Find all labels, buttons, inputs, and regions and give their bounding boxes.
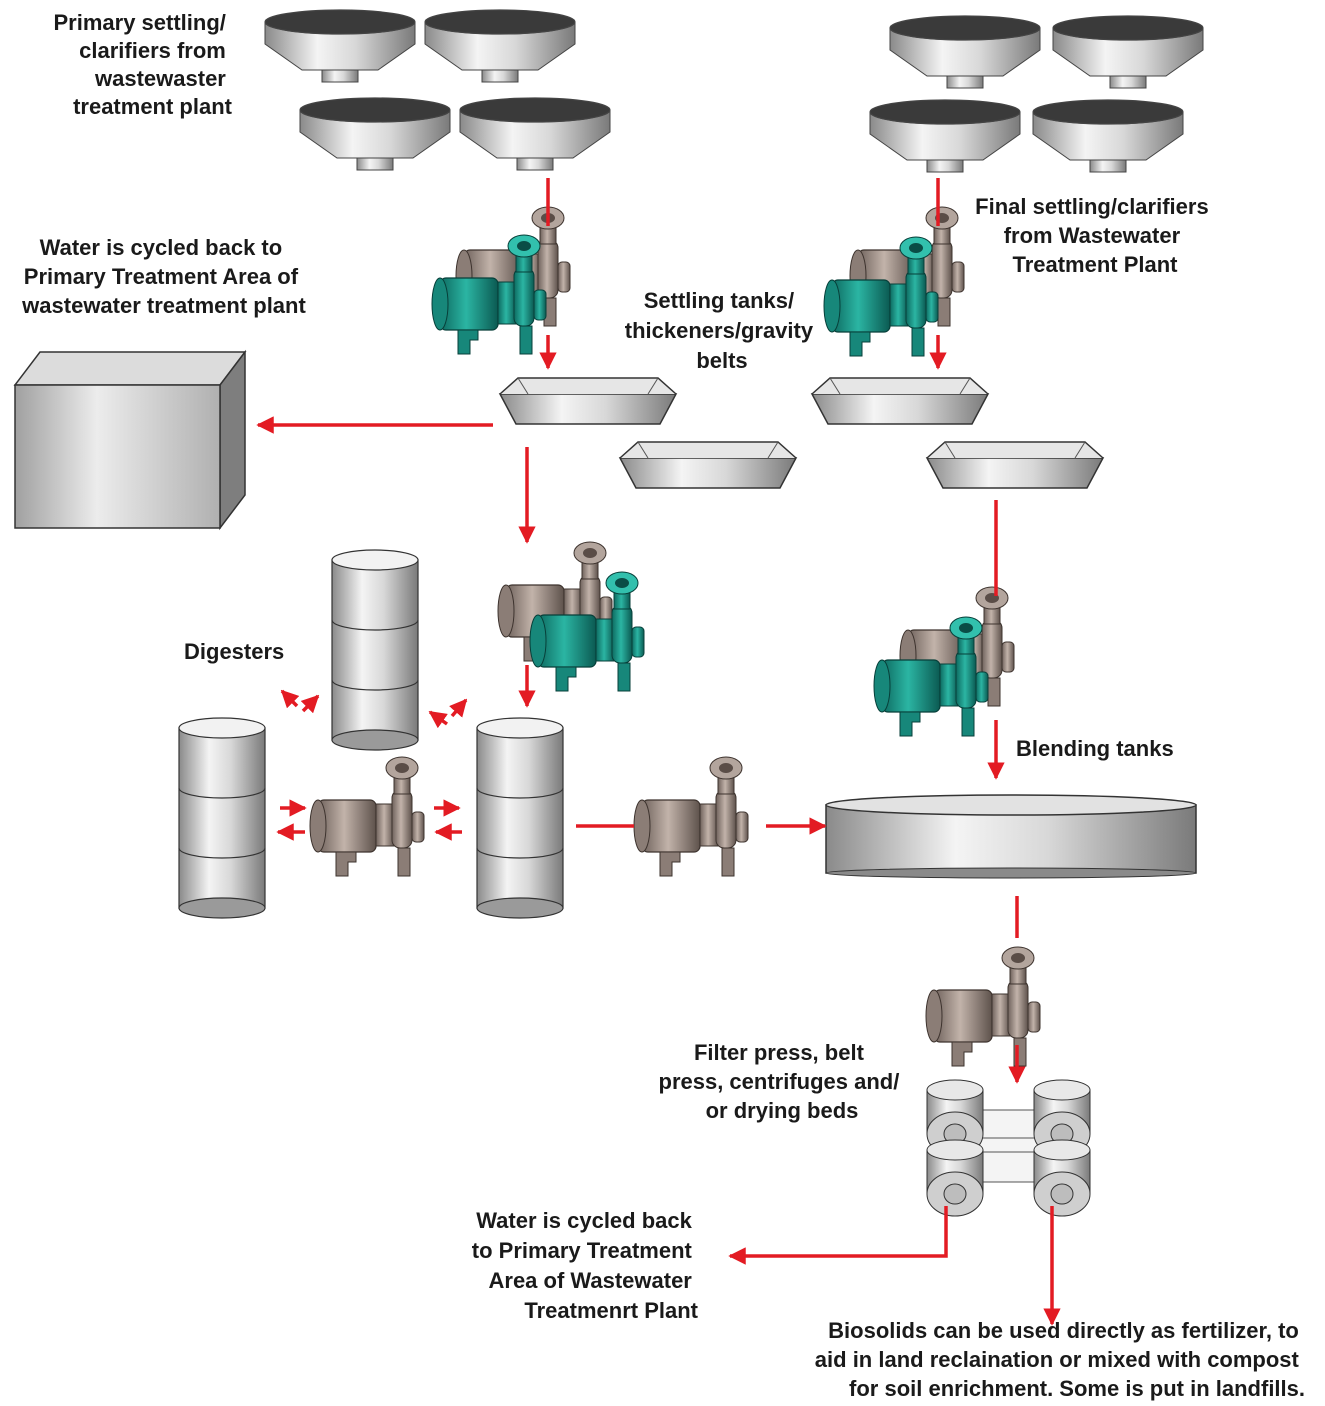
water-cycled-top-label: Water is cycled back to Primary Treatmen… xyxy=(21,235,306,318)
digesters-label: Digesters xyxy=(184,639,284,664)
filter-press xyxy=(926,1079,1091,1217)
settling-tanks xyxy=(499,377,1104,489)
final-clarifiers-label: Final settling/clarifiers from Wastewate… xyxy=(975,194,1215,277)
biosolids-label: Biosolids can be used directly as fertil… xyxy=(815,1318,1305,1401)
primary-clarifiers xyxy=(264,9,611,171)
transfer-pump xyxy=(633,756,749,877)
pump-pair-right-middle xyxy=(873,586,1015,737)
pump-pair-left-top xyxy=(431,206,571,355)
blending-tank xyxy=(825,794,1197,879)
digester-pump xyxy=(309,756,425,877)
settling-tanks-label: Settling tanks/ thickeners/gravity belts xyxy=(625,288,819,373)
final-clarifiers xyxy=(869,15,1204,173)
filter-press-label: Filter press, belt press, centrifuges an… xyxy=(659,1040,906,1123)
blending-tanks-label: Blending tanks xyxy=(1016,736,1174,761)
press-feed-pump xyxy=(925,946,1041,1067)
flow-arrows xyxy=(256,178,1061,1326)
pump-pair-middle xyxy=(497,541,645,692)
primary-clarifiers-label: Primary settling/ clarifiers from wastew… xyxy=(53,10,232,119)
water-cycled-bottom-label: Water is cycled back to Primary Treatmen… xyxy=(472,1208,699,1323)
pump-pair-right-top xyxy=(823,206,965,357)
water-return-box xyxy=(13,349,247,531)
